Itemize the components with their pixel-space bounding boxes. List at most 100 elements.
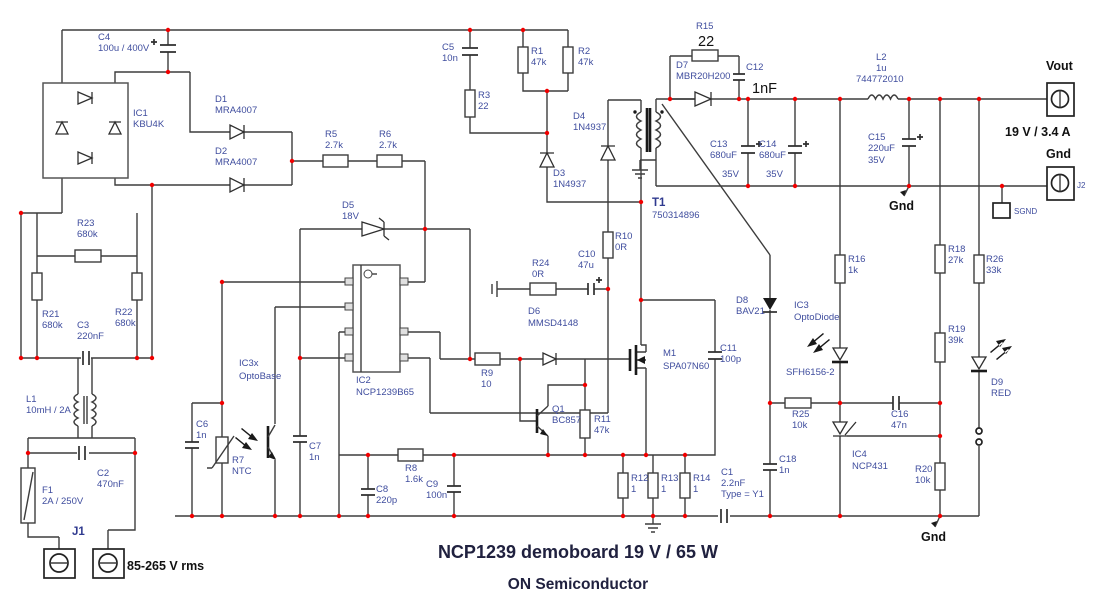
jumper-point-1	[975, 427, 983, 435]
resistor-R22	[131, 272, 143, 301]
component-labels: C4 100u / 400V IC1 KBU4K D1 MRA4007 D2 M…	[26, 21, 1011, 507]
label-d3-ref: D3	[553, 168, 565, 179]
label-d3-val: 1N4937	[553, 179, 586, 190]
transformer-T1-secondary	[654, 111, 662, 149]
label-t1-val: 750314896	[652, 210, 700, 221]
opto-receiver-arrows-icon	[235, 428, 258, 450]
label-c18-val: 1n	[779, 465, 790, 476]
capacitor-C15	[902, 134, 923, 147]
transistor-symbols	[235, 345, 645, 460]
led-D9	[970, 356, 988, 371]
diode-D7	[694, 91, 713, 107]
label-r2-val: 47k	[578, 57, 594, 68]
wires-output-section	[656, 55, 1048, 403]
label-j1: J1	[72, 526, 85, 538]
label-r13-ref: R13	[661, 473, 678, 484]
capacitor-C2	[78, 446, 86, 460]
label-ic1-ref: IC1	[133, 108, 148, 119]
label-d1-val: MRA4007	[215, 105, 257, 116]
capacitor-C8	[361, 488, 375, 496]
capacitor-C11	[708, 351, 722, 360]
capacitor-C9	[447, 485, 461, 493]
label-c10-ref: C10	[578, 249, 595, 260]
transformer-T1-primary	[635, 111, 643, 149]
capacitor-C5	[462, 47, 478, 56]
ground-symbols	[491, 169, 937, 533]
capacitor-C7	[293, 435, 307, 443]
label-r5-val: 2.7k	[325, 140, 343, 151]
ntc-mark-icon	[207, 435, 235, 469]
resistor-R18	[934, 244, 946, 274]
connector-symbols	[43, 82, 1075, 579]
label-r12-val: 1	[631, 484, 636, 495]
label-sgnd: SGND	[1014, 207, 1037, 216]
label-r8-ref: R8	[405, 463, 417, 474]
ic2-pin-left-2	[344, 302, 354, 311]
transistor-Q1-arrow-icon	[540, 429, 548, 436]
label-t1-ref: T1	[652, 197, 666, 209]
label-d5-ref: D5	[342, 200, 354, 211]
label-c1-val: 2.2nF	[721, 478, 745, 489]
label-c6-ref: C6	[196, 419, 208, 430]
label-c12-ref: C12	[746, 62, 763, 73]
label-c7-val: 1n	[309, 452, 320, 463]
label-c8-ref: C8	[376, 484, 388, 495]
label-c7-ref: C7	[309, 441, 321, 452]
label-r3-ref: R3	[478, 90, 490, 101]
label-r24-val: 0R	[532, 269, 544, 280]
resistor-R21	[31, 272, 43, 301]
led-D9-arrows-icon	[990, 339, 1012, 360]
label-r25-ref: R25	[792, 409, 809, 420]
label-vout: Vout	[1046, 59, 1074, 73]
diode-D4	[599, 144, 617, 161]
label-c10-val: 47u	[578, 260, 594, 271]
page-title: NCP1239 demoboard 19 V / 65 W	[438, 542, 718, 562]
label-c8-val: 220p	[376, 495, 397, 506]
label-r7-val: NTC	[232, 466, 252, 477]
capacitor-C1	[720, 509, 728, 523]
label-d8-ref: D8	[736, 295, 748, 306]
label-c5-val: 10n	[442, 53, 458, 64]
label-r20-val: 10k	[915, 475, 931, 486]
label-ic3x-val: OptoBase	[239, 371, 281, 382]
label-c11-val: 100p	[720, 354, 741, 365]
resistor-R19	[934, 332, 946, 363]
label-d6-ref: D6	[528, 306, 540, 317]
label-l1-ref: L1	[26, 394, 37, 405]
resistor-R10	[602, 231, 614, 259]
wires-controller-area	[191, 229, 609, 516]
label-r6-ref: R6	[379, 129, 391, 140]
controller-IC2-body	[352, 264, 401, 373]
label-c3-ref: C3	[77, 320, 89, 331]
thermistor-R7	[215, 436, 229, 464]
wires-power-stage	[175, 288, 979, 524]
ic2-pin-right-3	[399, 327, 409, 336]
label-d5-val: 18V	[342, 211, 360, 222]
label-ic4-ref: IC4	[852, 449, 867, 460]
capacitor-C4	[151, 39, 176, 53]
capacitor-C18	[763, 463, 777, 471]
label-r26-val: 33k	[986, 265, 1002, 276]
resistor-R26	[973, 254, 985, 284]
jumper-point-2	[975, 438, 983, 446]
label-r11-ref: R11	[594, 414, 611, 425]
label-c14-val2: 35V	[766, 169, 784, 180]
label-ic2-ref: IC2	[356, 375, 371, 386]
label-r10-val: 0R	[615, 242, 627, 253]
label-ic3-ref: IC3	[794, 300, 809, 311]
label-r12-ref: R12	[631, 473, 648, 484]
resistor-R16	[834, 254, 846, 284]
choke-L1-core	[83, 396, 88, 424]
label-r10-ref: R10	[615, 231, 632, 242]
transformer-T1-phase-dot	[633, 110, 637, 114]
label-r6-val: 2.7k	[379, 140, 397, 151]
sgnd-pad	[992, 202, 1011, 219]
label-gnd-output: Gnd	[889, 199, 914, 213]
capacitor-C14	[788, 141, 809, 154]
resistor-R9	[474, 352, 501, 366]
label-l2-val2: 744772010	[856, 74, 904, 85]
ic2-pin-right-1	[399, 277, 409, 286]
resistor-R13	[647, 472, 659, 499]
opto-transistor-IC3x-arrow-icon	[268, 452, 276, 460]
